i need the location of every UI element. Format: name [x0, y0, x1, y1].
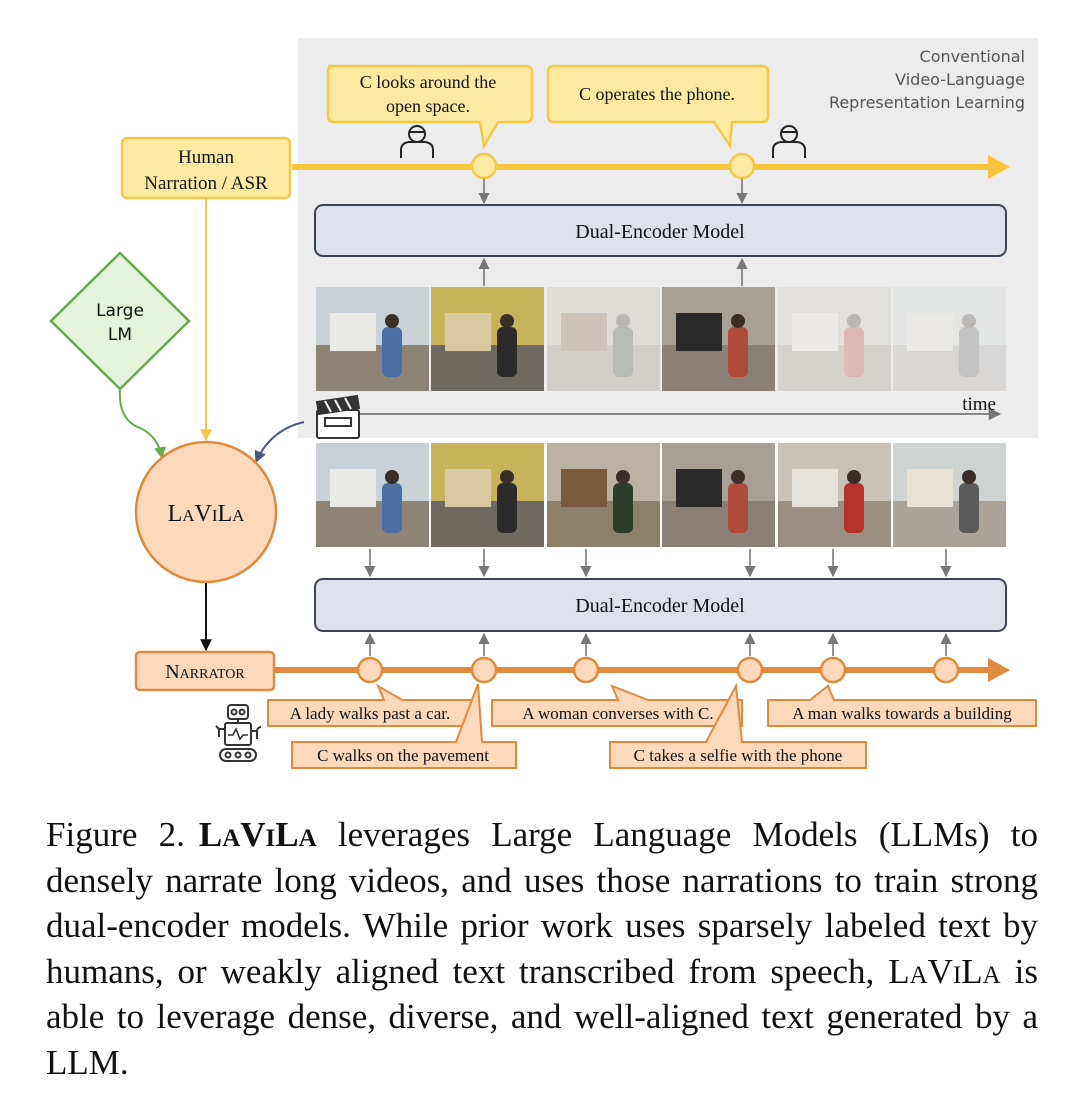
svg-text:C takes a selfie with the phon: C takes a selfie with the phone: [634, 746, 843, 765]
large-lm-diamond: [49, 251, 191, 391]
robot-icon: [215, 704, 262, 762]
lavila-circle: [134, 440, 278, 584]
top-dual-encoder-box: [314, 204, 1007, 257]
large-lm-label-line-2: LM: [108, 325, 132, 345]
video-frame: [778, 443, 891, 547]
video-frame: [431, 443, 544, 547]
video-frame: [893, 287, 1006, 391]
bottom-dual-encoder-label: Dual-Encoder Model: [575, 595, 745, 617]
svg-text:A woman converses with C.: A woman converses with C.: [522, 704, 713, 723]
narrator-caption-1: A lady walks past a car.: [267, 683, 473, 727]
human-bubble-1-line-1: C looks around the: [360, 72, 497, 92]
narrator-timeline-node: [356, 656, 384, 684]
video-frame: [547, 443, 660, 547]
figure-caption: Figure 2. LaViLa leverages Large Language…: [46, 812, 1038, 1086]
person-icon: [400, 125, 434, 158]
human-bubble-1-line-2: open space.: [386, 96, 470, 116]
human-narration-label-line-2: Narration / ASR: [144, 173, 268, 194]
human-bubble-2: [546, 64, 770, 150]
caption-text-2: is able to leverage dense, diverse, and …: [46, 951, 1038, 1082]
narrator-timeline-node: [736, 656, 764, 684]
narrator-nodes: [356, 632, 960, 684]
video-frame: [893, 443, 1006, 547]
narrator-timeline-node: [932, 656, 960, 684]
video-frame: [431, 287, 544, 391]
human-bubble-1: [326, 64, 534, 150]
video-frame: [662, 287, 775, 391]
time-label: time: [962, 394, 996, 415]
narrator-caption-2: C walks on the pavement: [291, 683, 517, 769]
narrator-caption-4: C takes a selfie with the phone: [609, 682, 867, 769]
narrator-label: Narrator: [165, 661, 245, 683]
caption-text-1: leverages Large Language Models (LLMs) t…: [46, 815, 1038, 991]
conventional-label-line-3: Representation Learning: [829, 93, 1025, 112]
narrator-timeline-node: [572, 656, 600, 684]
narrator-box: [134, 650, 276, 692]
bottom-dual-encoder-box: [314, 578, 1007, 632]
bottom-video-frames: [316, 443, 1006, 547]
caption-name-bold: LaViLa: [198, 815, 317, 854]
human-timeline-arrowhead: [988, 155, 1010, 179]
person-icon: [772, 125, 806, 158]
human-narration-box: [120, 136, 292, 200]
lavila-label: LaViLa: [168, 501, 246, 527]
figure-diagram: Conventional Video-Language Representati…: [49, 38, 1038, 769]
top-dual-encoder-label: Dual-Encoder Model: [575, 221, 745, 243]
arrow: [118, 388, 166, 460]
svg-text:A man walks towards a building: A man walks towards a building: [792, 704, 1012, 723]
narrator-caption-3: A woman converses with C.: [491, 684, 743, 727]
large-lm-label-line-1: Large: [96, 301, 144, 321]
narrator-caption-5: A man walks towards a building: [767, 684, 1037, 727]
video-frame: [316, 443, 429, 547]
arrow: [254, 421, 305, 464]
video-frame: [778, 287, 891, 391]
human-narration-label-line-1: Human: [178, 147, 234, 168]
human-bubble-2-line-1: C operates the phone.: [579, 84, 735, 104]
video-frame: [316, 287, 429, 391]
conventional-label-line-1: Conventional: [920, 47, 1025, 66]
narrator-timeline-node: [819, 656, 847, 684]
conventional-label-line-2: Video-Language: [895, 70, 1025, 89]
video-frame: [547, 287, 660, 391]
bottom-frame-arrows: [364, 549, 952, 578]
caption-label: Figure 2.: [46, 815, 185, 854]
human-timeline-node: [470, 152, 498, 180]
narrator-timeline-node: [470, 656, 498, 684]
human-timeline-node: [728, 152, 756, 180]
narrator-timeline-arrowhead: [988, 658, 1010, 682]
caption-name: LaViLa: [888, 951, 1001, 991]
top-video-frames: [316, 287, 1006, 391]
video-frame: [662, 443, 775, 547]
clapperboard-icon: [315, 394, 361, 439]
svg-text:A lady walks past a car.: A lady walks past a car.: [290, 704, 451, 723]
svg-text:C walks on the pavement: C walks on the pavement: [317, 746, 489, 765]
